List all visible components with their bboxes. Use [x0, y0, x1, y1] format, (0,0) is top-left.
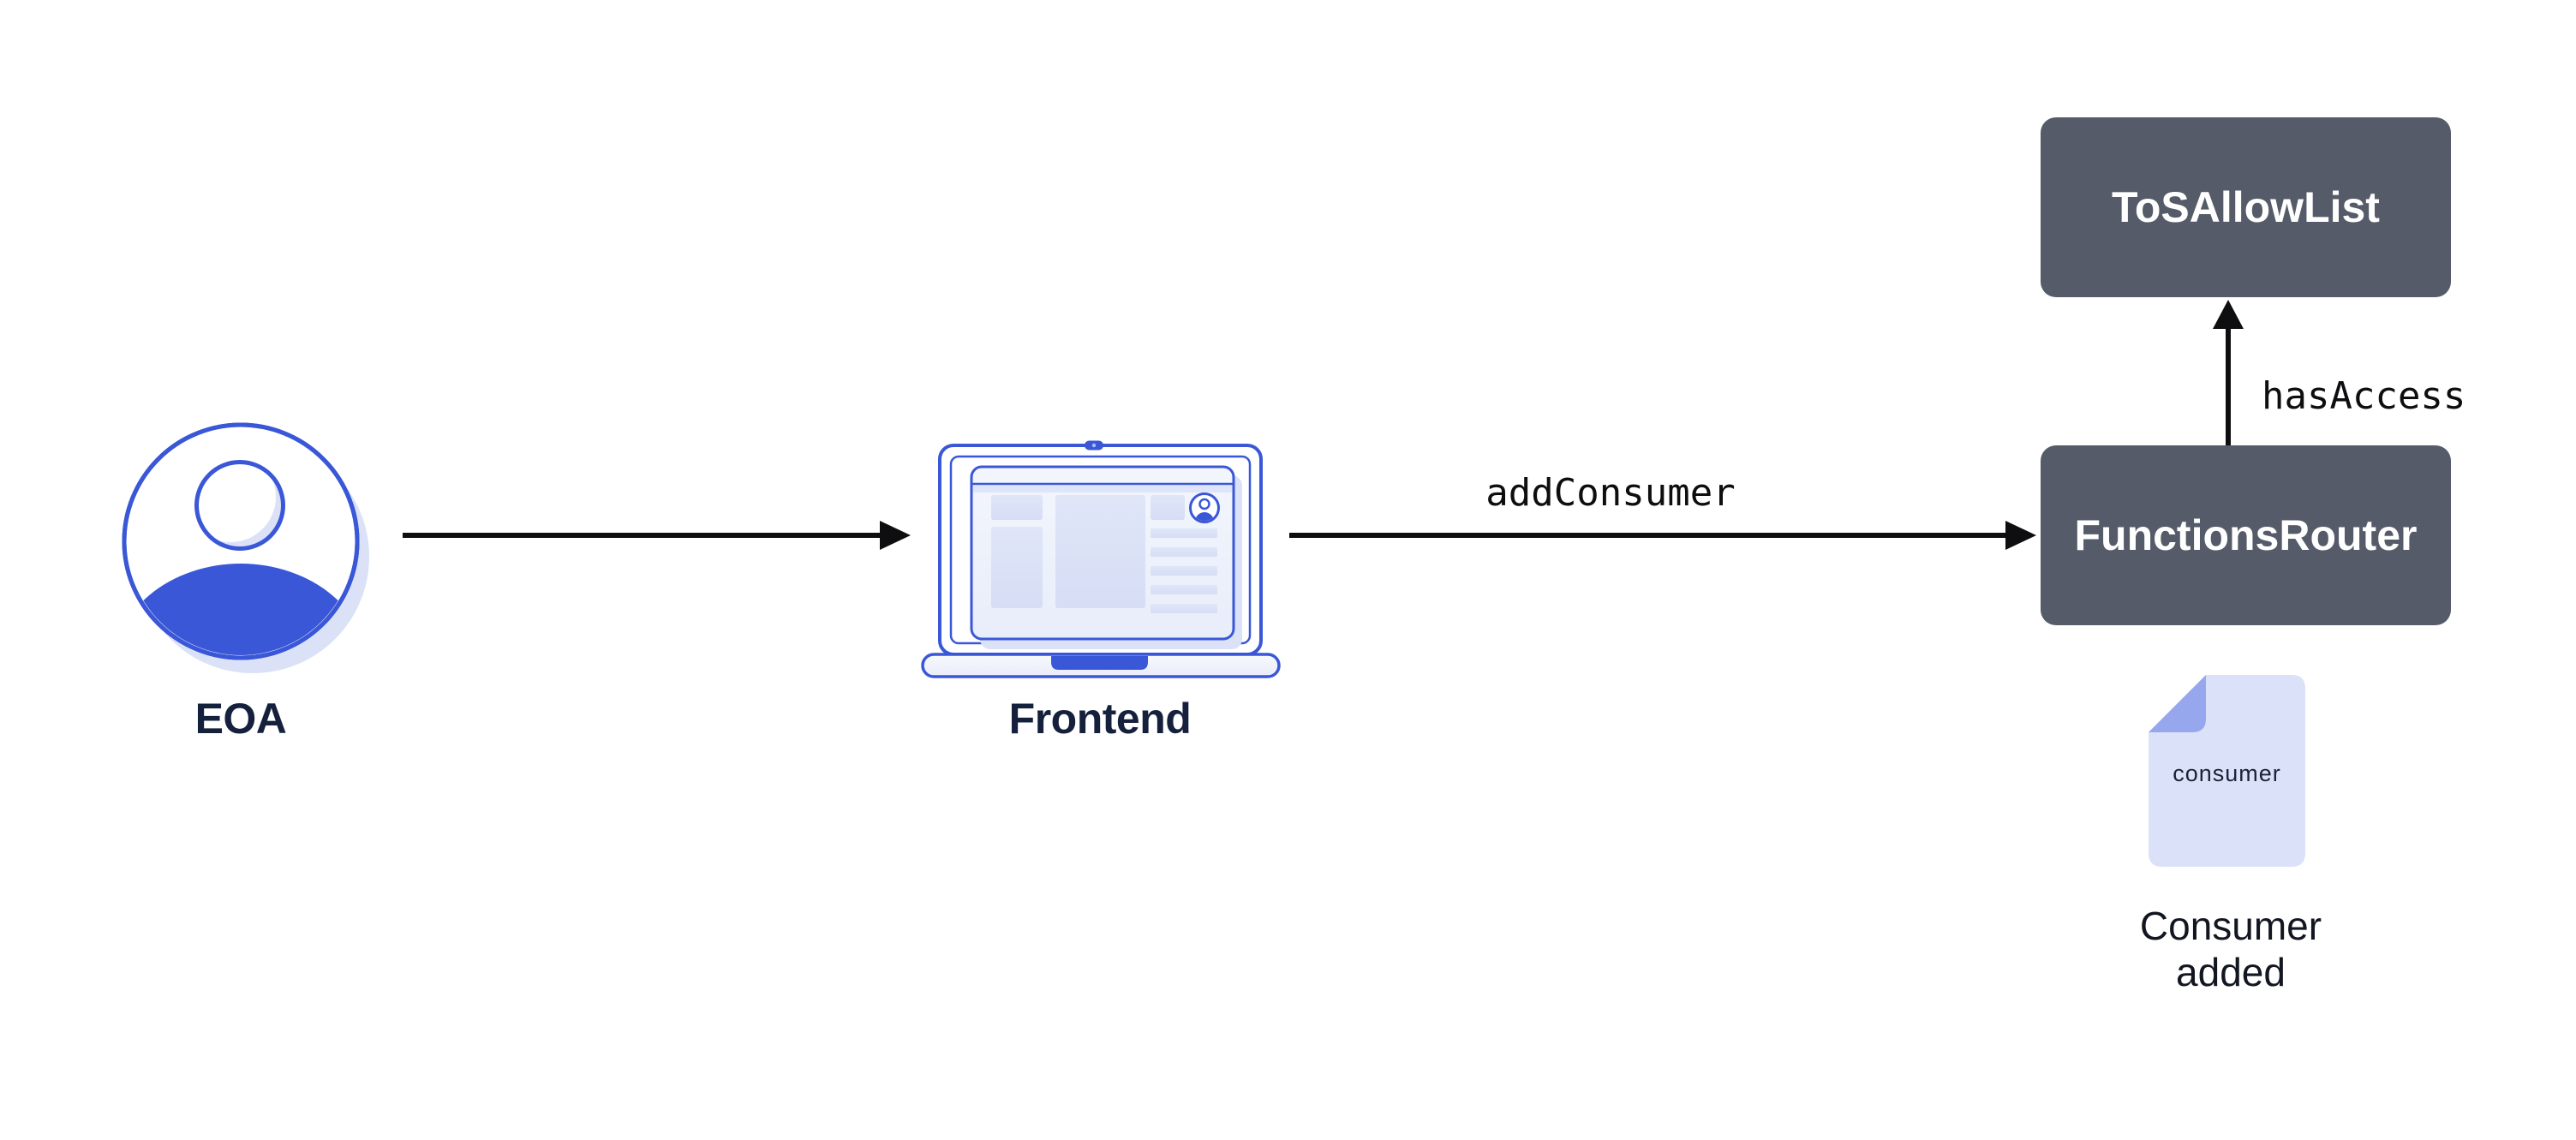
laptop-base-notch: [1051, 656, 1148, 670]
browser-block: [1055, 495, 1145, 608]
arrow-router-to-allowlist-line: [2226, 325, 2231, 445]
functions-router-label: FunctionsRouter: [2074, 511, 2418, 559]
eoa-body-shape: [127, 564, 355, 655]
node-functions-router: FunctionsRouter: [2041, 445, 2451, 625]
browser-block: [991, 527, 1043, 608]
browser-block: [991, 495, 1043, 520]
browser-row: [1151, 528, 1217, 538]
browser-toolbar-band: [973, 486, 1232, 492]
consumer-file-label: consumer: [2173, 761, 2281, 786]
browser-avatar-body: [1195, 512, 1214, 521]
consumer-document-icon: [2149, 675, 2305, 867]
tos-allow-list-label: ToSAllowList: [2112, 183, 2380, 231]
browser-avatar-head: [1198, 498, 1210, 510]
arrow-frontend-to-router-head-icon: [2005, 521, 2036, 550]
arrow-eoa-to-frontend-head-icon: [880, 521, 911, 550]
eoa-label: EOA: [194, 695, 287, 743]
eoa-outer-rim: [122, 422, 360, 660]
frontend-laptop-icon: [921, 440, 1281, 678]
node-tos-allow-list: ToSAllowList: [2041, 117, 2451, 297]
browser-row: [1151, 547, 1217, 557]
laptop-camera-dot: [1091, 443, 1097, 448]
arrow-router-to-allowlist-head-icon: [2213, 300, 2244, 329]
edge-label-addconsumer: addConsumer: [1485, 471, 1736, 515]
browser-block: [1151, 495, 1185, 520]
frontend-label: Frontend: [1008, 695, 1192, 743]
browser-row: [1151, 566, 1217, 576]
browser-row: [1151, 604, 1217, 613]
arrow-eoa-to-frontend-line: [403, 533, 882, 538]
browser-row: [1151, 585, 1217, 594]
edge-label-hasaccess: hasAccess: [2262, 374, 2466, 418]
document-fold-corner: [2149, 675, 2206, 732]
eoa-user-icon: [122, 422, 369, 673]
consumer-added-caption: Consumer added: [2139, 904, 2322, 994]
eoa-head-circle: [194, 460, 285, 551]
arrow-frontend-to-router-line: [1289, 533, 2005, 538]
